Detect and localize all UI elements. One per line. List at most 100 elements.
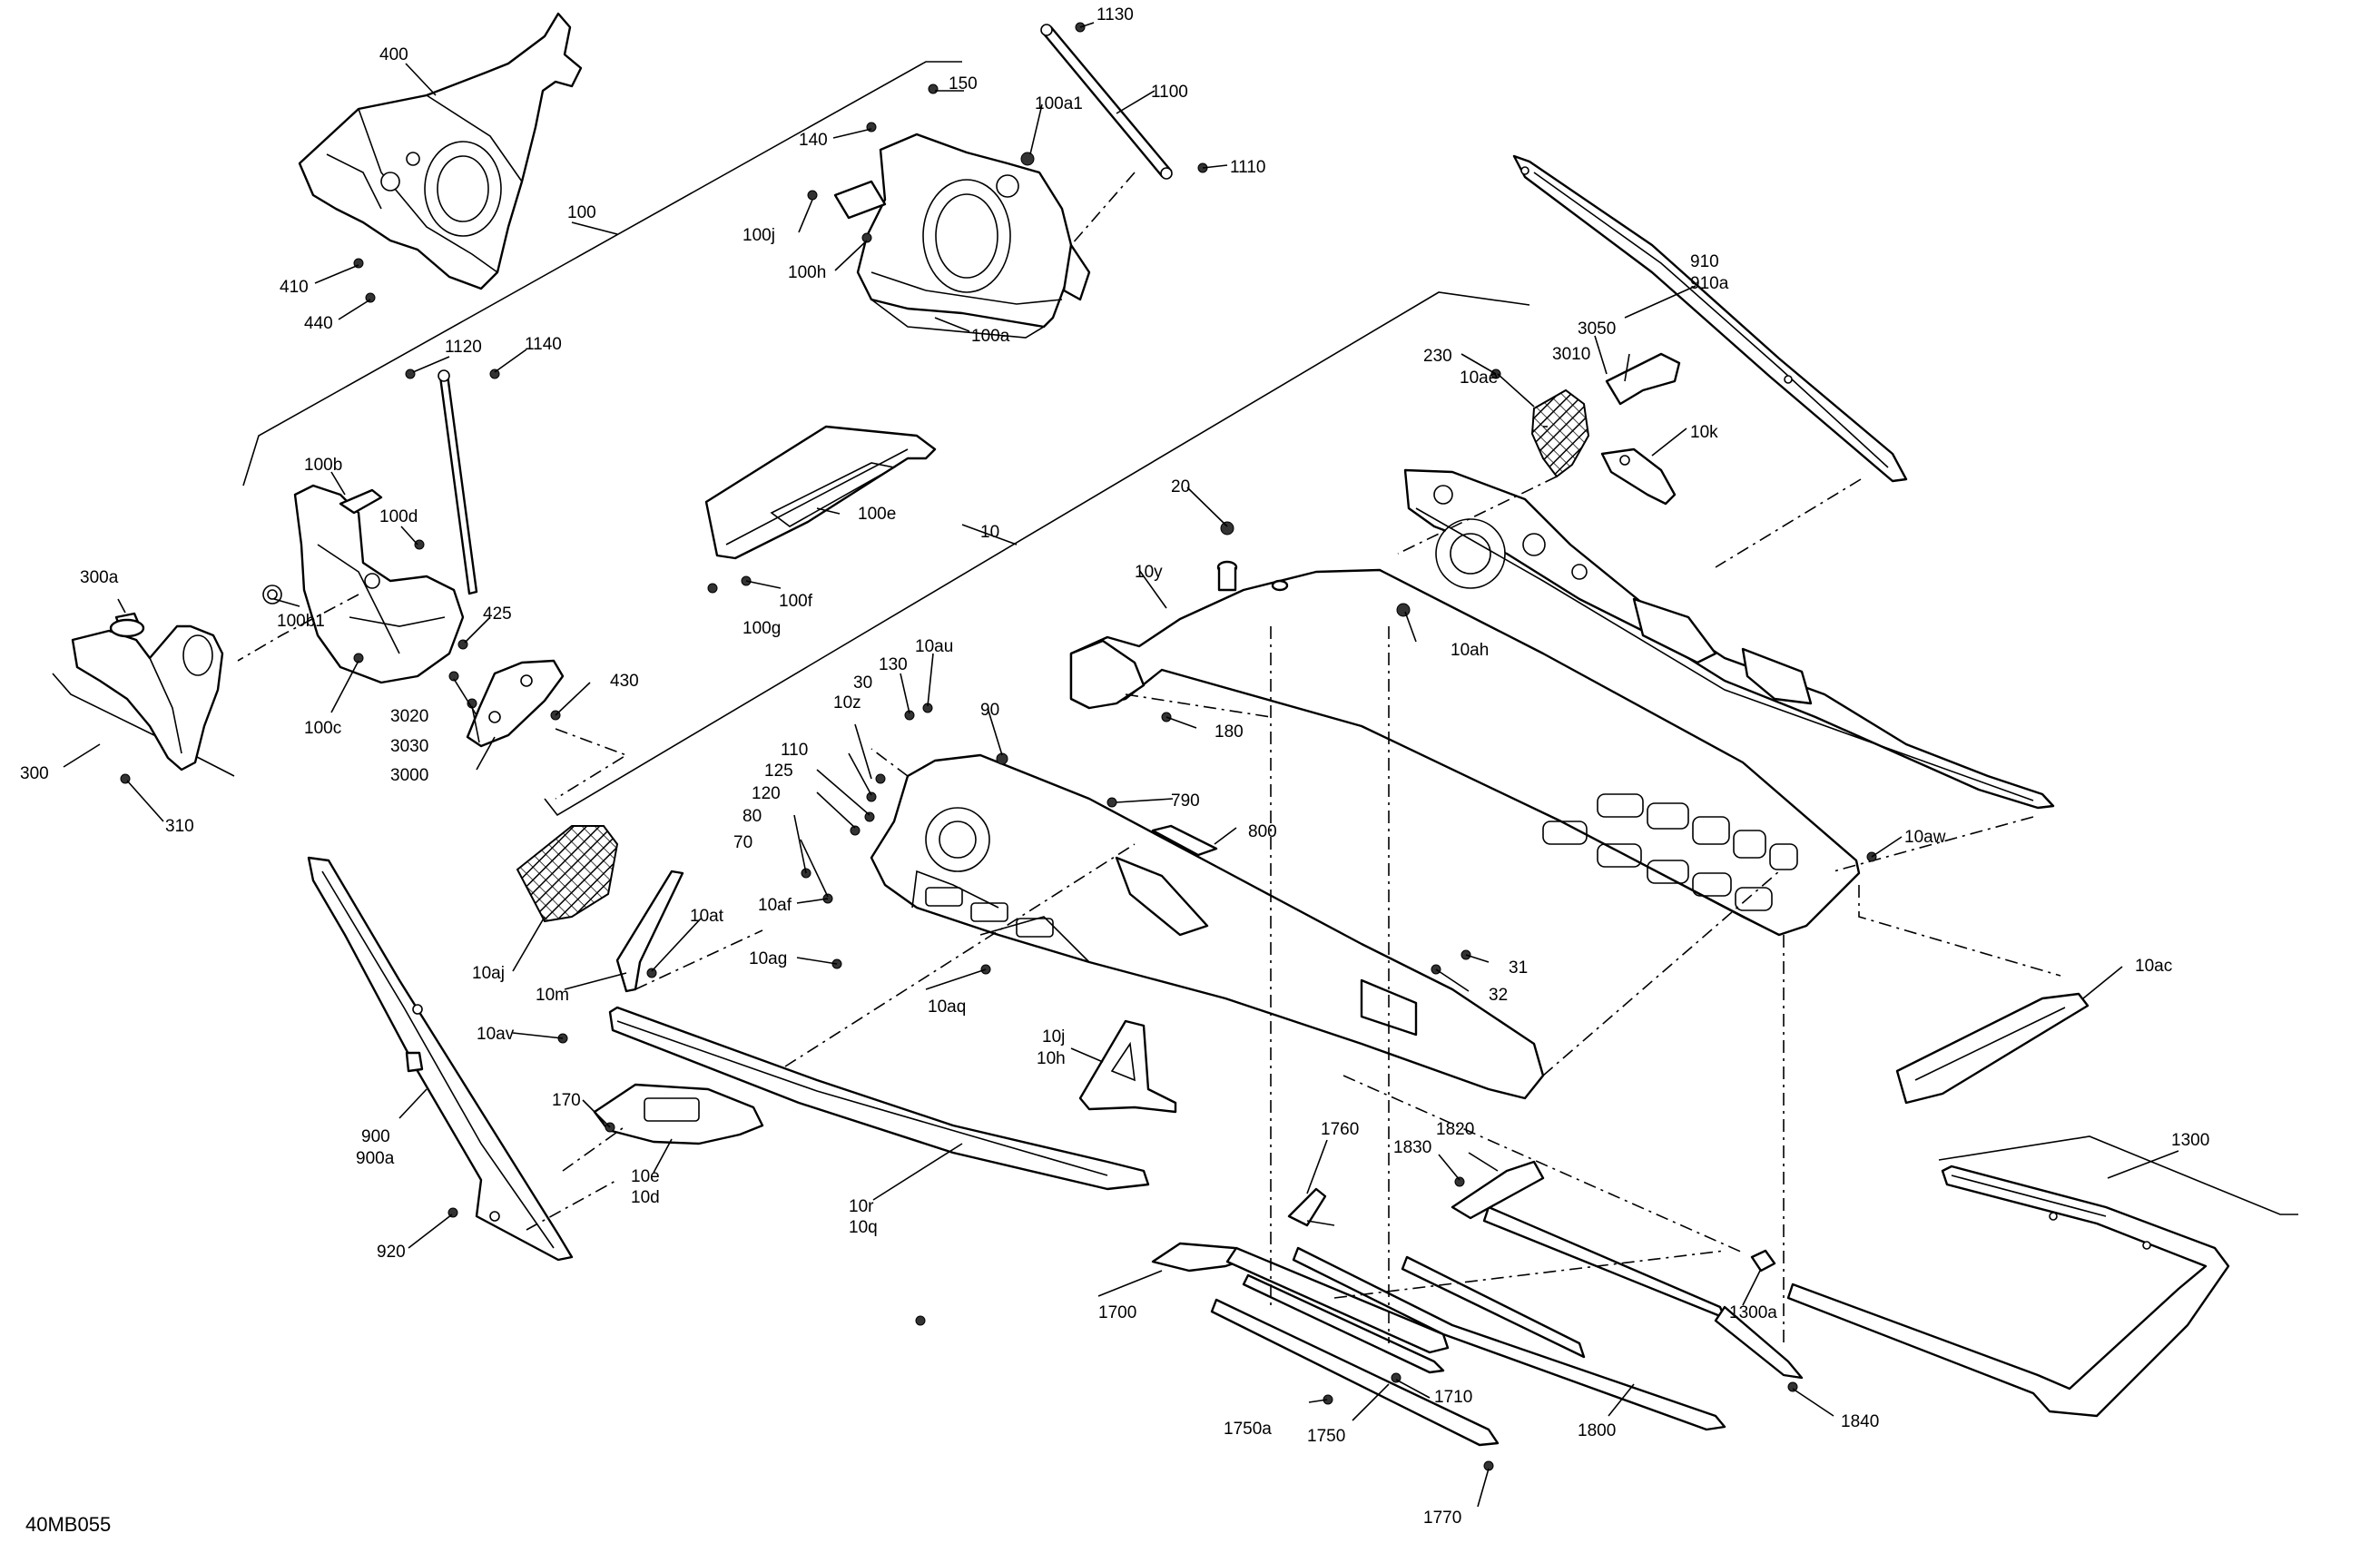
- label-900a: 900a: [356, 1149, 395, 1168]
- label-10: 10: [980, 523, 999, 542]
- label-100a: 100a: [971, 327, 1010, 346]
- label-1820: 1820: [1436, 1120, 1474, 1139]
- label-1300a: 1300a: [1729, 1303, 1777, 1322]
- part-10j-bracket: [1078, 1019, 1177, 1114]
- label-32: 32: [1489, 986, 1508, 1005]
- fasteners: [120, 22, 1877, 1471]
- label-70: 70: [733, 833, 752, 852]
- part-10ae-mesh-bracket: [1530, 388, 1590, 478]
- label-100b: 100b: [304, 456, 342, 475]
- label-10z: 10z: [833, 693, 861, 713]
- label-80: 80: [743, 807, 762, 826]
- label-10av: 10av: [477, 1025, 515, 1044]
- label-100f: 100f: [779, 592, 813, 611]
- part-300-left-support: [71, 612, 224, 772]
- part-3010-bracket: [1605, 352, 1681, 406]
- part-3000-bracket: [466, 659, 565, 748]
- part-10-right-side-panel: [1403, 468, 2055, 810]
- label-1700: 1700: [1098, 1303, 1136, 1322]
- assembly-bracket-10: [544, 291, 1530, 817]
- label-10af: 10af: [758, 896, 792, 915]
- label-10m: 10m: [536, 986, 569, 1005]
- label-3020: 3020: [390, 707, 428, 726]
- label-150: 150: [949, 74, 978, 93]
- label-180: 180: [1215, 722, 1244, 742]
- alignment-lines: [237, 172, 2061, 1348]
- part-100b-left-frame: [262, 484, 465, 684]
- label-1800: 1800: [1578, 1421, 1616, 1440]
- part-100a-upper-frame: [833, 133, 1091, 339]
- part-10m-bracket: [615, 870, 684, 993]
- label-110: 110: [781, 741, 808, 760]
- label-230: 230: [1423, 347, 1452, 366]
- assembly-bracket-300: [52, 673, 235, 777]
- label-1100: 1100: [1151, 83, 1188, 102]
- label-3030: 3030: [390, 737, 428, 756]
- callout-labels: 1130 1100 1110 150 100a1 140 100j 100h 1…: [20, 5, 2209, 1536]
- label-20: 20: [1171, 477, 1190, 496]
- label-790: 790: [1171, 791, 1200, 811]
- part-400-front-frame: [298, 12, 583, 290]
- label-10d: 10d: [631, 1188, 660, 1207]
- label-100d: 100d: [379, 507, 418, 526]
- label-3010: 3010: [1552, 345, 1590, 364]
- leader-lines: [63, 22, 2179, 1508]
- label-31: 31: [1509, 958, 1528, 978]
- label-10au: 10au: [915, 637, 953, 656]
- diagram-code: 40MB055: [25, 1513, 111, 1536]
- part-800-plate: [1151, 824, 1218, 857]
- part-10e-plate: [593, 1083, 764, 1145]
- label-100j: 100j: [743, 226, 775, 245]
- label-3000: 3000: [390, 766, 428, 785]
- part-100e-plate: [704, 425, 937, 560]
- label-10aw: 10aw: [1904, 828, 1946, 847]
- label-10ac: 10ac: [2135, 957, 2172, 976]
- label-3050: 3050: [1578, 319, 1616, 339]
- label-300a: 300a: [80, 568, 119, 587]
- label-425: 425: [483, 604, 512, 624]
- part-10k-bracket: [1600, 447, 1677, 506]
- label-430: 430: [610, 672, 639, 691]
- label-440: 440: [304, 314, 333, 333]
- label-1120: 1120: [445, 338, 482, 357]
- part-10y-top-tunnel: [1069, 560, 1861, 937]
- label-1140: 1140: [525, 335, 562, 354]
- label-10at: 10at: [690, 907, 724, 926]
- part-1100-brace-rod: [1040, 24, 1173, 180]
- label-1770: 1770: [1423, 1509, 1461, 1528]
- label-10k: 10k: [1690, 423, 1718, 442]
- label-1750a: 1750a: [1224, 1420, 1272, 1439]
- label-410: 410: [280, 278, 309, 297]
- label-100: 100: [567, 203, 596, 222]
- label-90: 90: [980, 701, 999, 720]
- label-10r: 10r: [849, 1197, 874, 1216]
- label-1710: 1710: [1434, 1388, 1472, 1407]
- label-10ah: 10ah: [1451, 641, 1489, 660]
- label-10h: 10h: [1037, 1049, 1066, 1068]
- label-120: 120: [752, 784, 781, 803]
- part-10-left-side-panel: [870, 753, 1545, 1100]
- label-10e: 10e: [631, 1167, 660, 1186]
- part-910-long-rail: [1512, 154, 1908, 483]
- label-1760: 1760: [1321, 1120, 1359, 1139]
- label-900: 900: [361, 1127, 390, 1146]
- part-1700-running-board: [1151, 1187, 1500, 1447]
- label-10ae: 10ae: [1460, 369, 1498, 388]
- label-130: 130: [879, 655, 908, 674]
- label-1830: 1830: [1393, 1138, 1431, 1157]
- label-100h: 100h: [788, 263, 826, 282]
- label-310: 310: [165, 817, 194, 836]
- label-100b1: 100b1: [277, 612, 325, 631]
- label-1840: 1840: [1841, 1412, 1879, 1431]
- part-10r-bumper-bar: [608, 1006, 1150, 1191]
- label-10ag: 10ag: [749, 949, 787, 968]
- tunnel-cooler-cutouts: [1542, 793, 1798, 911]
- label-100c: 100c: [304, 719, 341, 738]
- part-1300a-clip: [1750, 1249, 1776, 1273]
- label-1130: 1130: [1097, 5, 1134, 25]
- assembly-bracket-1300: [1938, 1135, 2298, 1215]
- label-10aj: 10aj: [472, 964, 505, 983]
- label-1750: 1750: [1307, 1427, 1345, 1446]
- part-1300-rear-bumper: [1786, 1165, 2230, 1418]
